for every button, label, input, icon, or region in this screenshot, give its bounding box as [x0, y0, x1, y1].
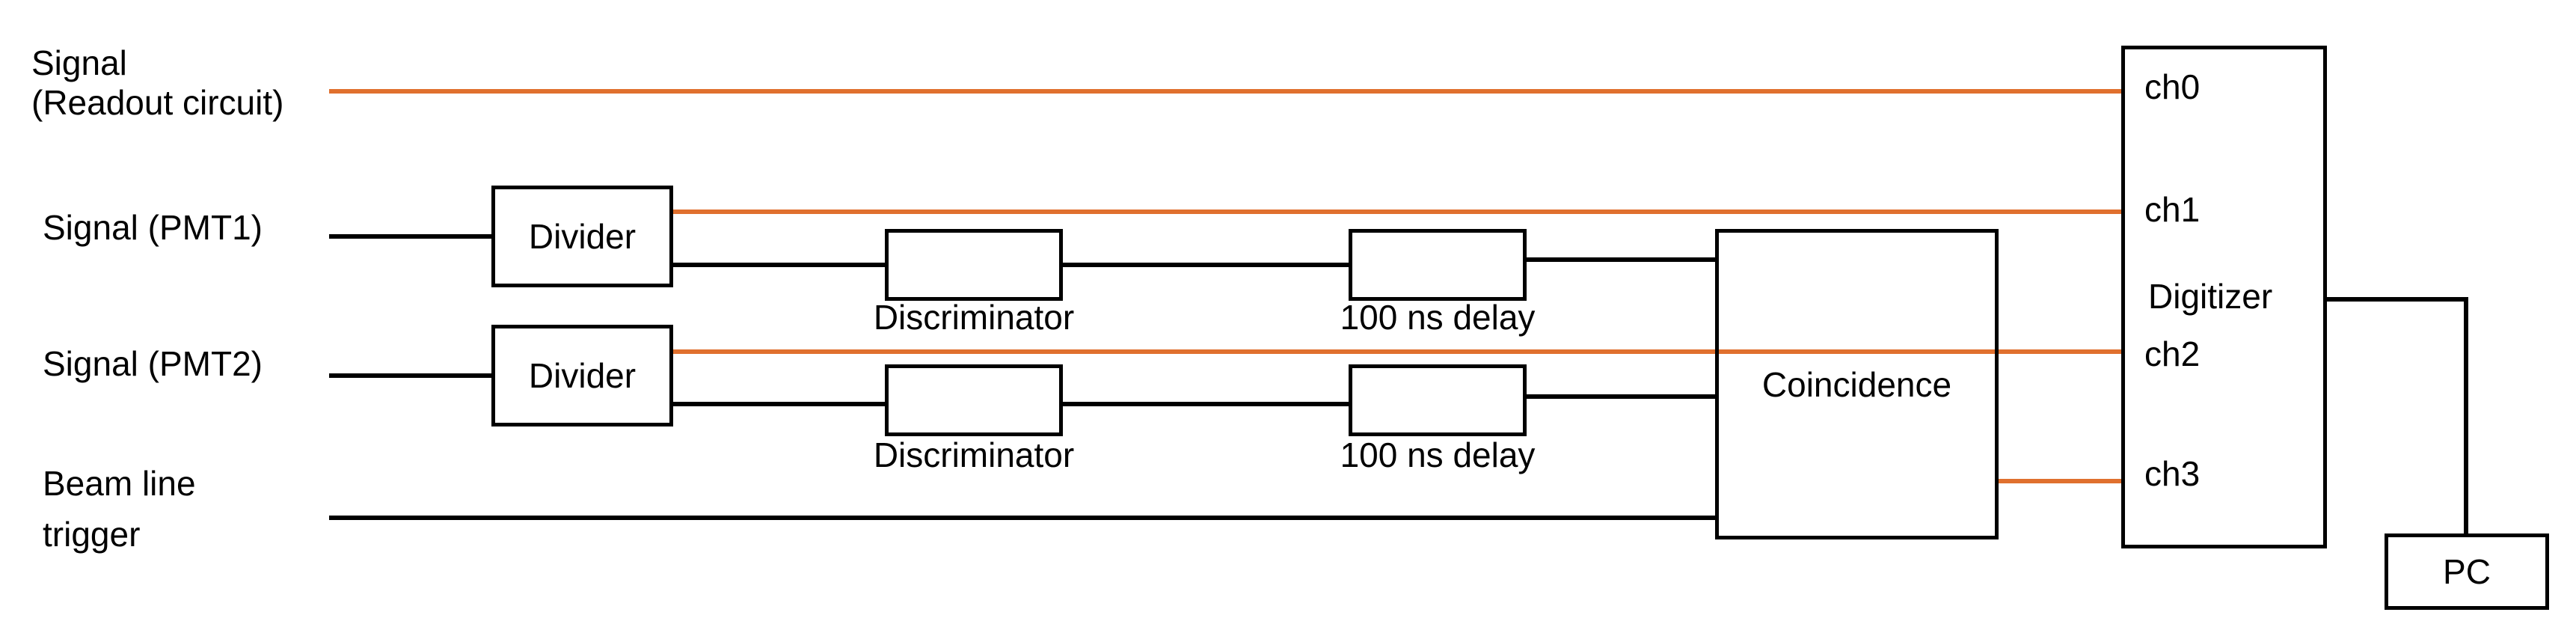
pmt1-signal-label: Signal (PMT1) — [43, 208, 263, 247]
readout-signal-label: Signal (Readout circuit) — [31, 43, 283, 123]
discriminator-box-2 — [885, 364, 1063, 436]
divider-box-1: Divider — [491, 186, 673, 287]
digitizer-pc-line — [2325, 297, 2468, 536]
delay-box-1 — [1349, 229, 1527, 301]
readout-label-line1: Signal — [31, 43, 127, 82]
digitizer-ch0-label: ch0 — [2144, 67, 2201, 106]
delay-label-2: 100 ns delay — [1340, 435, 1536, 474]
divider-box-2: Divider — [491, 325, 673, 426]
divider-label-1: Divider — [528, 217, 637, 256]
coincidence-label: Coincidence — [1761, 364, 1952, 404]
coincidence-box: Coincidence — [1715, 229, 1999, 539]
digitizer-ch3-label: ch3 — [2144, 454, 2201, 493]
delay-box-2 — [1349, 364, 1527, 436]
discriminator-label-1: Discriminator — [873, 298, 1075, 337]
digitizer-label: Digitizer — [2148, 277, 2273, 316]
digitizer-ch1-label: ch1 — [2144, 190, 2201, 229]
discriminator-label-2: Discriminator — [873, 435, 1075, 474]
discriminator-box-1 — [885, 229, 1063, 301]
pc-label: PC — [2443, 552, 2491, 591]
pmt2-signal-label: Signal (PMT2) — [43, 344, 263, 383]
beam-trigger-label: Beam line trigger — [43, 458, 196, 560]
pc-box: PC — [2385, 533, 2549, 610]
readout-label-line2: (Readout circuit) — [31, 82, 284, 122]
digitizer-ch2-label: ch2 — [2144, 334, 2201, 373]
delay-label-1: 100 ns delay — [1340, 298, 1536, 337]
digitizer-box — [2121, 46, 2327, 548]
beam-label-line1: Beam line — [43, 464, 196, 503]
beam-label-line2: trigger — [43, 515, 141, 554]
divider-label-2: Divider — [528, 356, 637, 395]
